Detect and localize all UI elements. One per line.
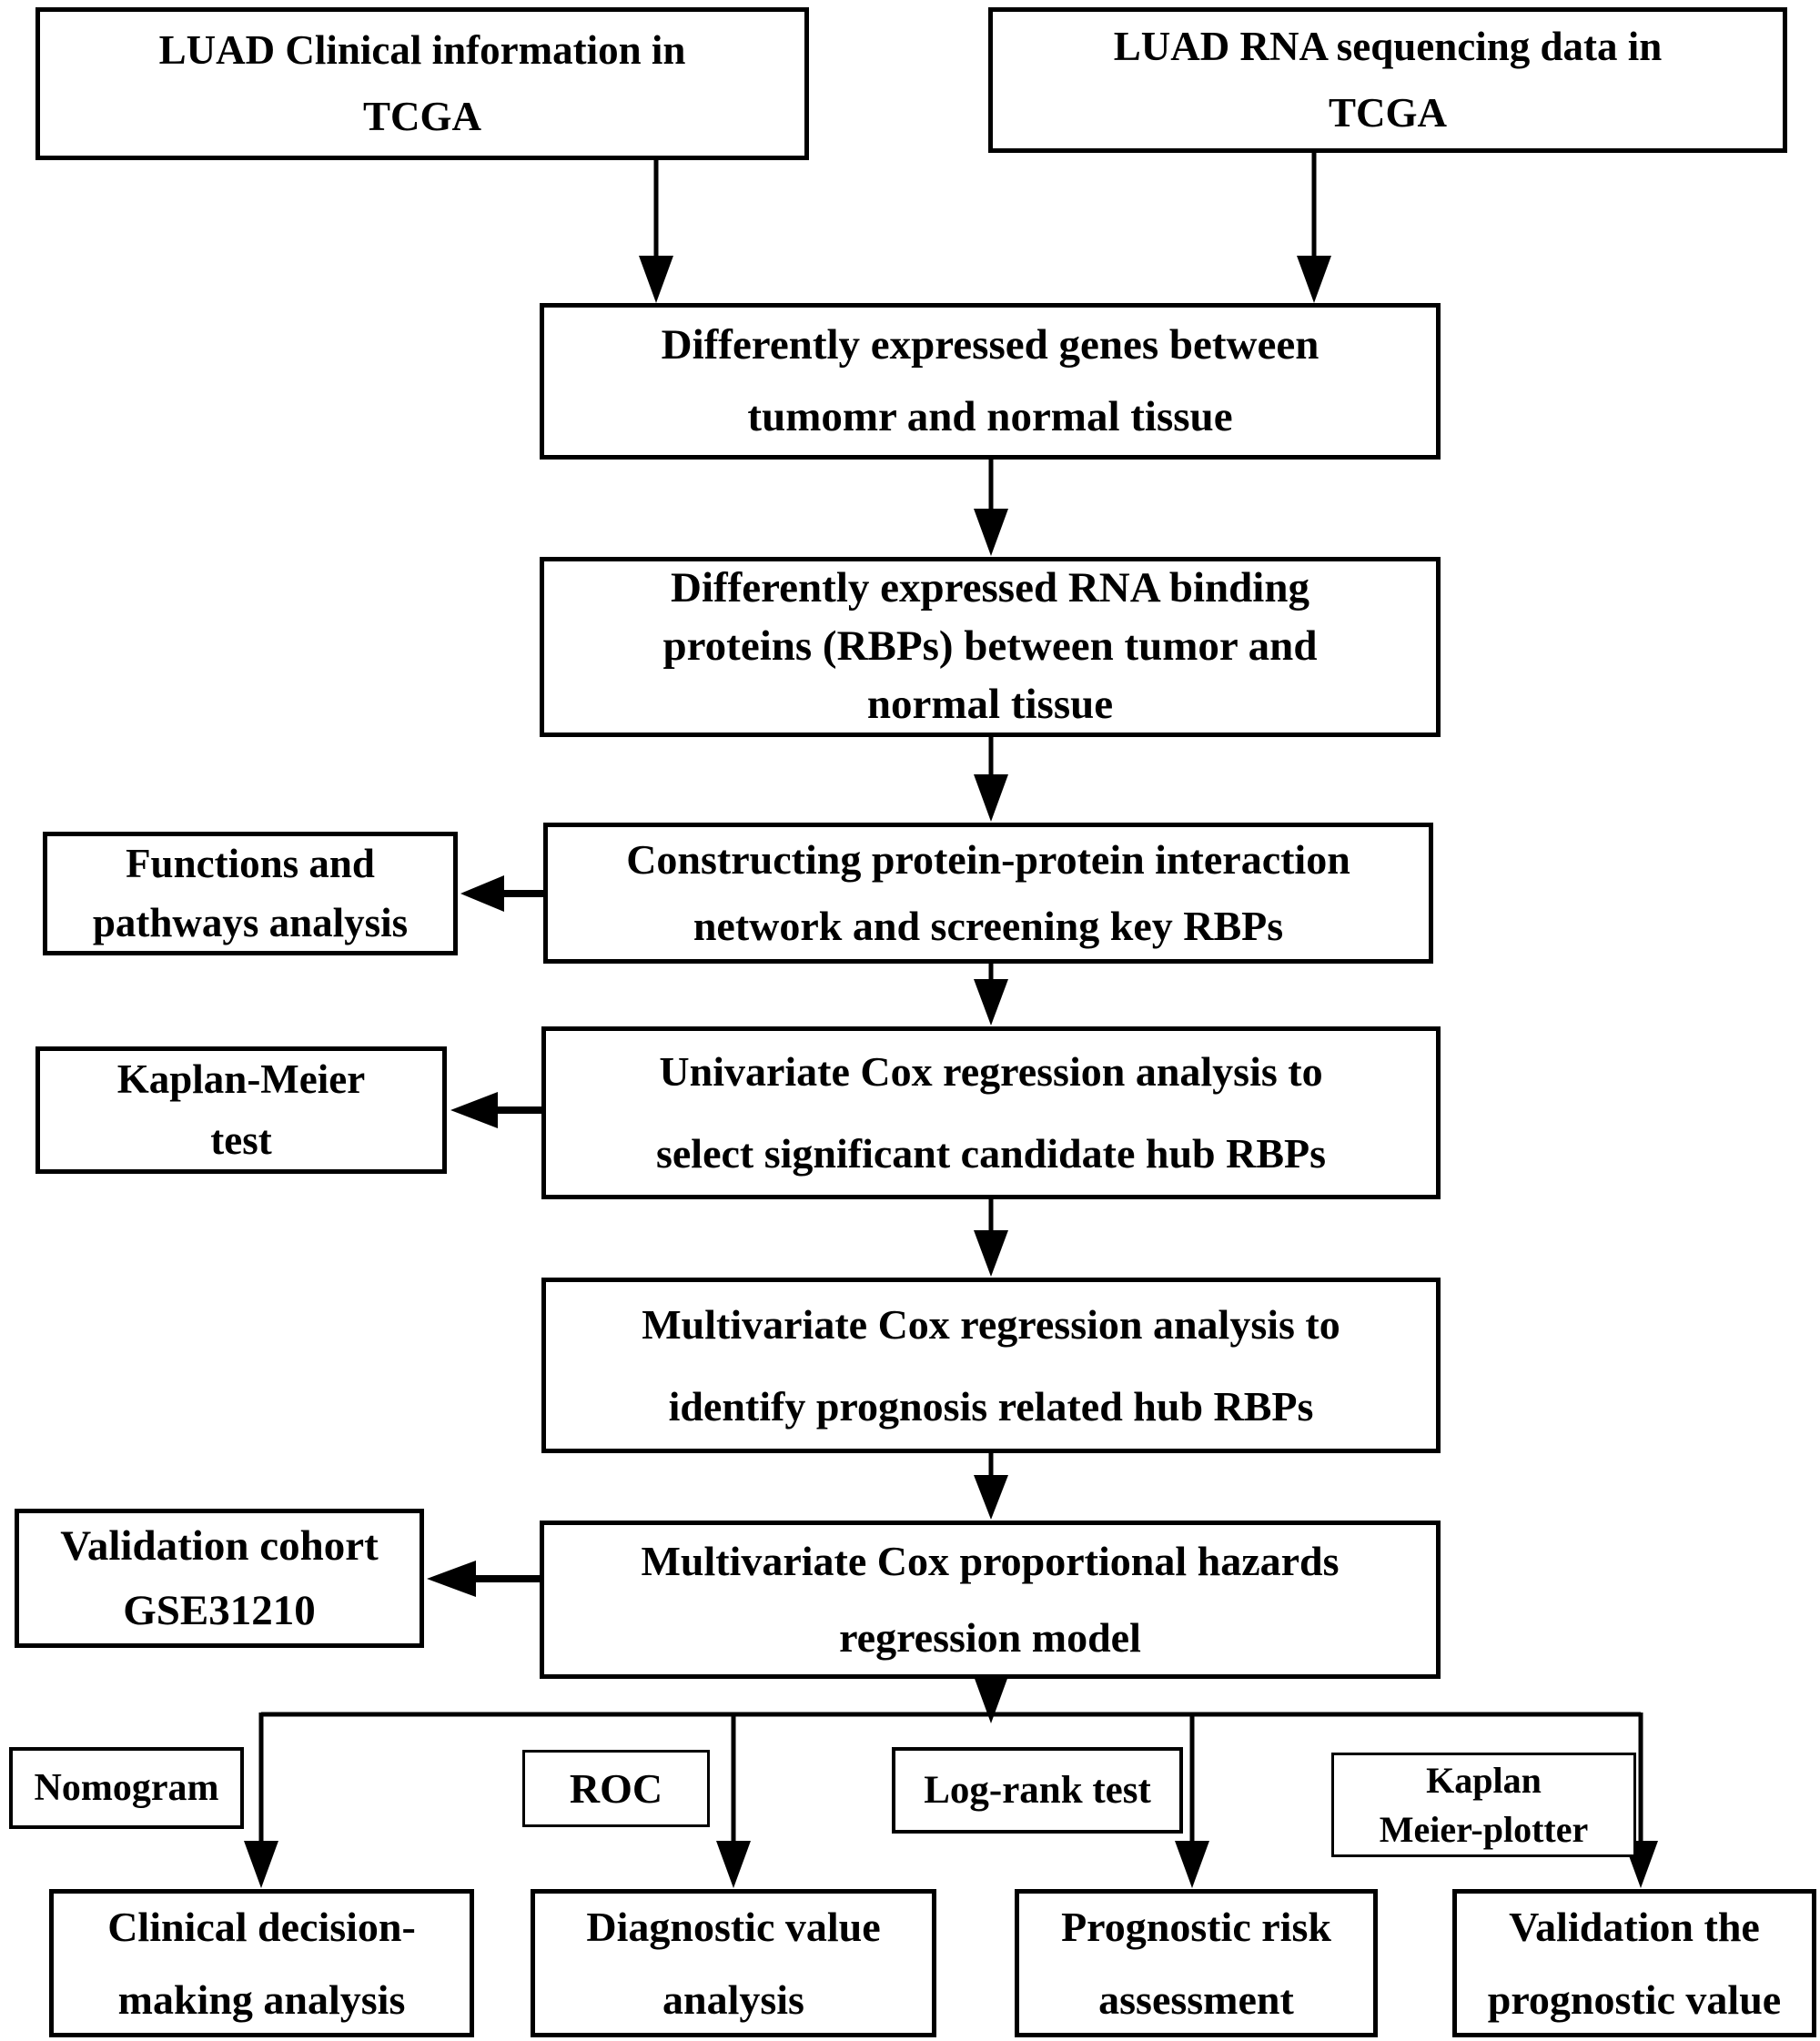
label-roc: ROC	[522, 1750, 710, 1827]
arrow-branch-to-diagnostic	[716, 1714, 751, 1888]
label-log-rank-test: Log-rank test	[892, 1747, 1183, 1834]
arrow-ppi-to-functions	[460, 875, 543, 912]
node-diagnostic-value-analysis: Diagnostic value analysis	[531, 1889, 936, 2037]
node-validation-cohort: Validation cohort GSE31210	[15, 1509, 424, 1648]
arrow-rbp-to-ppi	[974, 737, 1008, 822]
node-luad-rna-data: LUAD RNA sequencing data in TCGA	[988, 7, 1787, 153]
arrow-multivariate-to-model	[974, 1453, 1008, 1520]
arrow-branch-to-clinical-decision	[244, 1713, 278, 1888]
arrow-rna-to-deg	[1297, 153, 1331, 303]
label-kaplan-meier-plotter: Kaplan Meier-plotter	[1331, 1753, 1636, 1857]
node-univariate-cox: Univariate Cox regression analysis to se…	[541, 1026, 1441, 1199]
node-functions-pathways: Functions and pathways analysis	[43, 832, 458, 955]
arrow-univariate-to-multivariate	[974, 1199, 1008, 1277]
arrow-model-to-branch	[974, 1676, 1008, 1723]
arrow-branch-to-prognostic	[1175, 1714, 1209, 1888]
node-validation-prognostic-value: Validation the prognostic value	[1452, 1889, 1816, 2037]
label-nomogram: Nomogram	[9, 1747, 244, 1829]
node-luad-clinical-info: LUAD Clinical information in TCGA	[35, 7, 809, 160]
node-ppi-network: Constructing protein-protein interaction…	[543, 823, 1433, 964]
node-prognostic-risk-assessment: Prognostic risk assessment	[1015, 1889, 1378, 2037]
arrow-univariate-to-km	[450, 1092, 541, 1128]
node-cox-hazards-model: Multivariate Cox proportional hazards re…	[540, 1521, 1441, 1679]
node-differently-expressed-rbps: Differently expressed RNA binding protei…	[540, 557, 1441, 737]
arrow-deg-to-rbp	[974, 460, 1008, 556]
arrow-model-to-validation	[427, 1561, 540, 1597]
node-kaplan-meier-test: Kaplan-Meier test	[35, 1046, 447, 1174]
node-clinical-decision-analysis: Clinical decision- making analysis	[49, 1889, 474, 2037]
node-multivariate-cox: Multivariate Cox regression analysis to …	[541, 1278, 1441, 1453]
arrow-clinical-to-deg	[639, 160, 673, 303]
arrow-ppi-to-univariate	[974, 964, 1008, 1026]
node-differently-expressed-genes: Differently expressed genes between tumo…	[540, 303, 1441, 460]
